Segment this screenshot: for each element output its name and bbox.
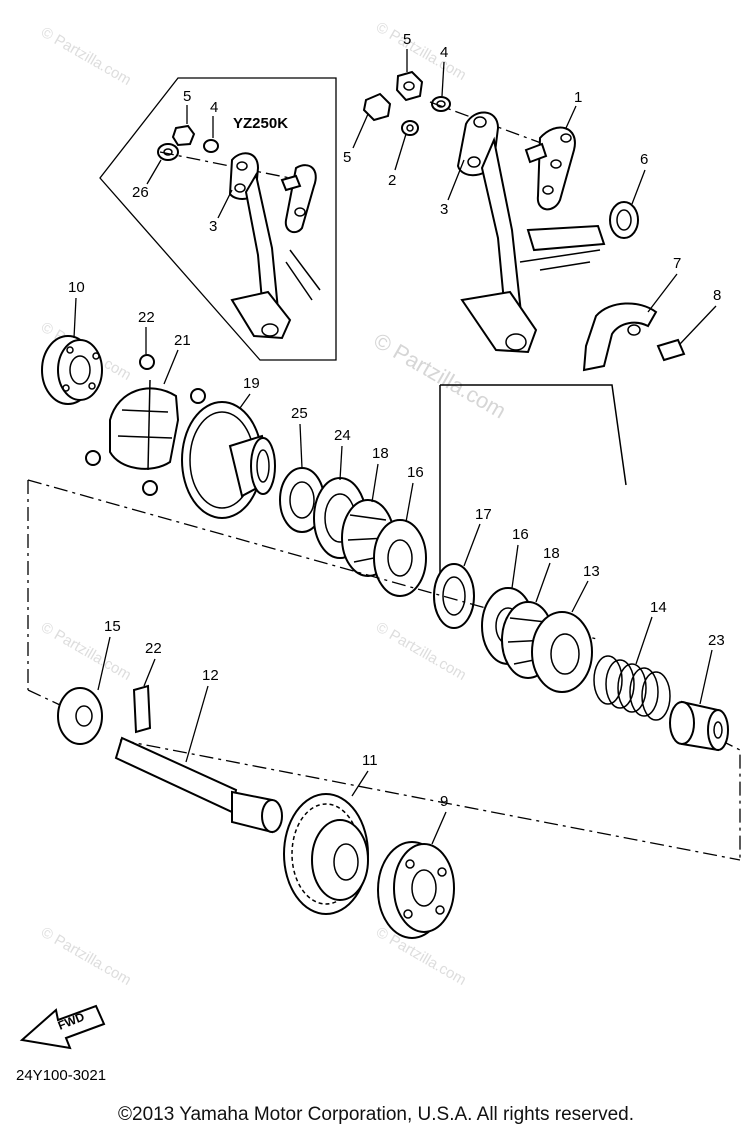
shaft-12 <box>114 736 238 814</box>
callout-2: 2 <box>388 172 396 189</box>
washer-15 <box>57 687 103 745</box>
washer-17 <box>433 563 475 629</box>
inset-nut-5 <box>171 124 196 147</box>
inset-pedal-foot <box>230 290 292 340</box>
callout-6: 6 <box>640 151 648 168</box>
callout-5-top: 5 <box>403 31 411 48</box>
callout-19: 19 <box>243 375 260 392</box>
callout-4: 4 <box>440 44 448 61</box>
callout-14: 14 <box>650 599 667 616</box>
callout-16-a: 16 <box>407 464 424 481</box>
upper-callouts: 5 4 5 2 3 1 6 7 8 <box>343 31 721 345</box>
middle-row-parts <box>41 335 475 629</box>
callout-21: 22 <box>138 309 155 326</box>
watermark-top-left: © Partzilla.com <box>38 24 134 89</box>
callout-8: 8 <box>713 287 721 304</box>
callout-22: 22 <box>145 640 162 657</box>
inset-washer-4 <box>203 139 219 153</box>
callout-9: 9 <box>440 793 448 810</box>
spring-14 <box>593 655 671 721</box>
callout-26: 26 <box>132 184 149 201</box>
callout-25: 25 <box>291 405 308 422</box>
ratchet-20 <box>109 387 180 470</box>
ball-21-c <box>85 450 101 466</box>
callout-15: 15 <box>104 618 121 635</box>
lower-callouts: 16 18 13 14 23 15 22 12 11 9 <box>97 526 725 845</box>
diagram-code: 24Y100-3021 <box>16 1067 106 1084</box>
guide-13 <box>531 611 593 693</box>
callout-23: 23 <box>708 632 725 649</box>
callout-4-inset: 4 <box>210 99 218 116</box>
copyright-notice: ©2013 Yamaha Motor Corporation, U.S.A. A… <box>118 1104 634 1125</box>
oil-seal-6 <box>609 201 639 239</box>
watermark-left-3: © Partzilla.com <box>38 924 134 989</box>
inset-callouts: 5 4 26 3 <box>132 88 233 235</box>
callout-24: 24 <box>334 427 351 444</box>
callout-18-a: 18 <box>372 445 389 462</box>
callout-12: 12 <box>202 667 219 684</box>
inset-model-label: YZ250K <box>233 115 288 132</box>
fwd-arrow-icon <box>19 1004 106 1050</box>
stopper-7 <box>582 302 658 372</box>
bolt-1 <box>524 142 548 164</box>
kick-pedal-foot <box>460 290 538 354</box>
pin-22 <box>132 684 152 734</box>
ball-21-b <box>190 388 206 404</box>
callout-3: 3 <box>440 201 448 218</box>
upper-pedal-assembly <box>362 70 686 620</box>
ball-21-d <box>142 480 158 496</box>
washer-2 <box>401 120 419 136</box>
callout-10: 10 <box>68 279 85 296</box>
inset-washer-26 <box>157 143 179 161</box>
callout-11: 11 <box>362 752 378 769</box>
callout-5-inset: 5 <box>183 88 191 105</box>
nut-5-left <box>362 92 392 122</box>
callout-18-b: 18 <box>543 545 560 562</box>
inset-frame <box>99 77 337 361</box>
lower-assembly <box>27 479 741 939</box>
washer-4 <box>431 96 451 112</box>
washer-16-a <box>373 519 427 597</box>
callout-20: 21 <box>174 332 191 349</box>
callout-17: 17 <box>475 506 492 523</box>
watermark-top-mid: © Partzilla.com <box>373 19 469 84</box>
callout-1: 1 <box>574 89 582 106</box>
callout-16-b: 16 <box>512 526 529 543</box>
callout-13: 13 <box>583 563 600 580</box>
nut-5-top <box>395 70 424 102</box>
bolt-8 <box>656 338 686 362</box>
middle-callouts: 10 22 21 19 25 24 18 16 17 <box>68 279 492 567</box>
ball-21-a <box>139 354 155 370</box>
inset-parts <box>157 124 321 340</box>
kick-shaft <box>526 224 606 252</box>
inset-bolt <box>280 174 302 192</box>
callout-3-inset: 3 <box>209 218 217 235</box>
inset-plate-1 <box>284 164 317 234</box>
fwd-arrow: FWD <box>19 1004 106 1050</box>
callout-7: 7 <box>673 255 681 272</box>
callout-5-left: 5 <box>343 149 351 166</box>
